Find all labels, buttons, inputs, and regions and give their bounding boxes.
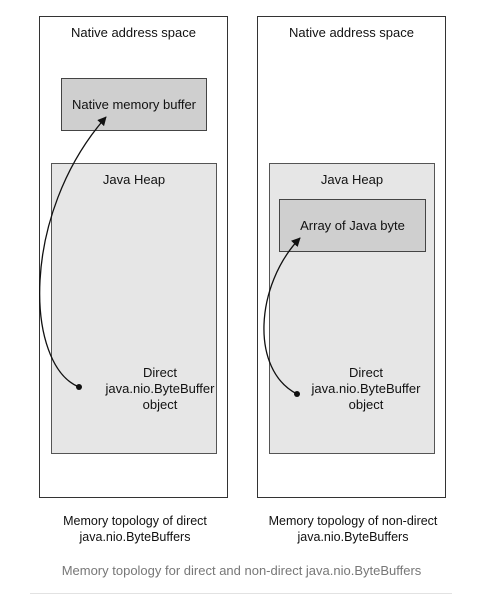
right-native-title: Native address space	[288, 25, 414, 40]
left-reference-arrow	[39, 116, 107, 390]
right-object-line-1: Direct	[349, 365, 383, 380]
figure-caption: Memory topology for direct and non-direc…	[61, 563, 422, 578]
right-caption-line-1: Memory topology of non-direct	[268, 514, 438, 528]
right-reference-arrow	[263, 237, 301, 397]
native-memory-buffer: Native memory buffer	[61, 78, 207, 131]
left-object-line-3: object	[142, 397, 178, 412]
right-caption-line-2: java.nio.ByteBuffers	[297, 530, 409, 544]
left-caption: Memory topology of direct java.nio.ByteB…	[30, 513, 240, 545]
right-object-label: Direct java.nio.ByteBuffer object	[306, 365, 426, 413]
left-object-line-1: Direct	[143, 365, 177, 380]
right-caption: Memory topology of non-direct java.nio.B…	[248, 513, 458, 545]
left-object-label: Direct java.nio.ByteBuffer object	[100, 365, 220, 413]
java-byte-array-label: Array of Java byte	[300, 218, 405, 233]
left-java-heap	[51, 163, 217, 454]
native-memory-buffer-label: Native memory buffer	[71, 97, 197, 112]
java-byte-array: Array of Java byte	[279, 199, 426, 252]
left-caption-line-2: java.nio.ByteBuffers	[79, 530, 191, 544]
right-object-line-3: object	[348, 397, 384, 412]
left-object-line-2: java.nio.ByteBuffer	[105, 381, 215, 396]
left-native-title: Native address space	[70, 25, 196, 40]
right-object-line-2: java.nio.ByteBuffer	[311, 381, 421, 396]
caption-divider	[30, 593, 452, 594]
left-heap-label: Java Heap	[102, 172, 166, 187]
left-caption-line-1: Memory topology of direct	[63, 514, 207, 528]
right-heap-label: Java Heap	[320, 172, 384, 187]
